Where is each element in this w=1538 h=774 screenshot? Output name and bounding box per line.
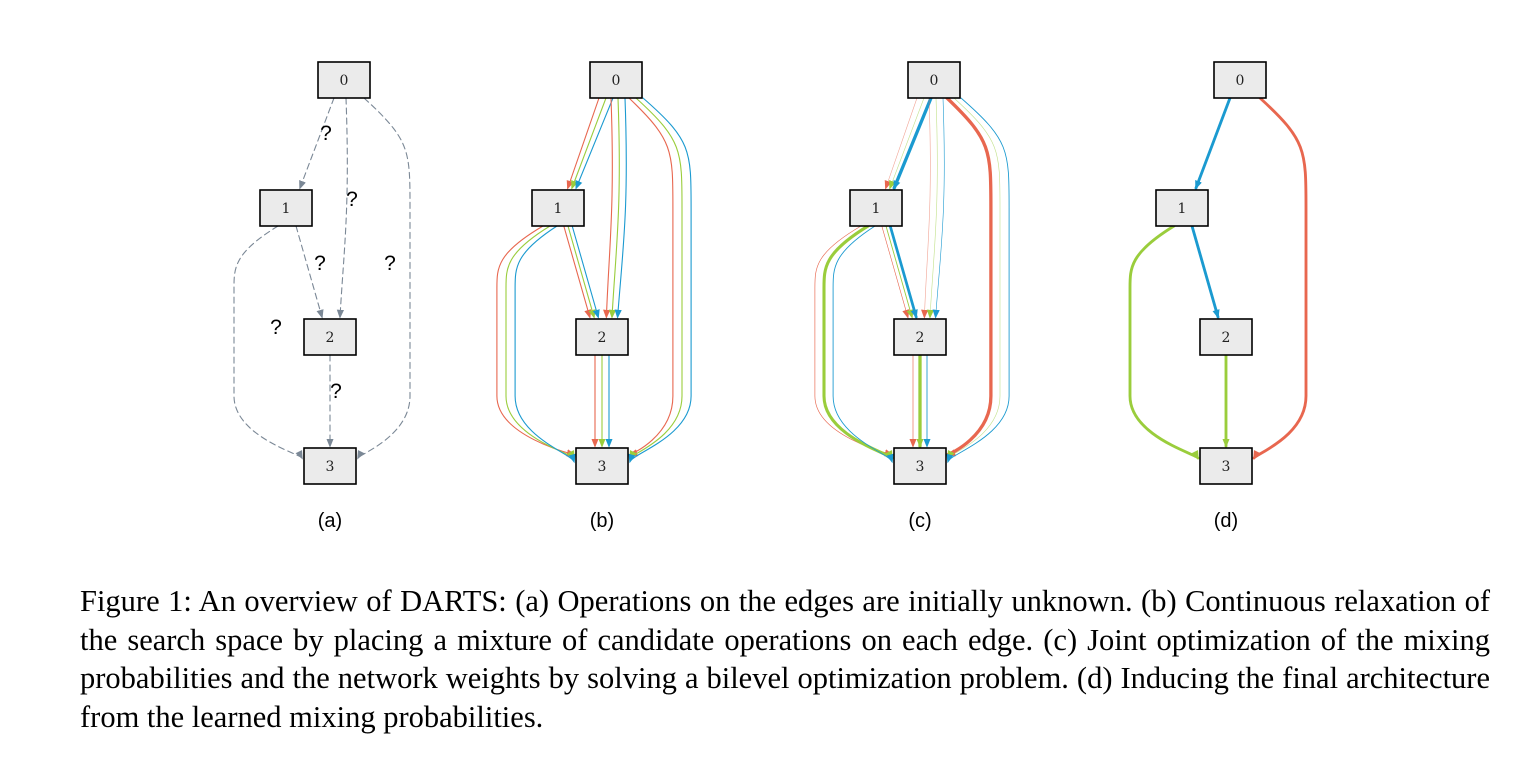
node-label: 1 [1178, 201, 1187, 217]
edge-0-1-op_blue [1194, 96, 1232, 190]
node-label: 1 [282, 201, 291, 217]
node-label: 3 [598, 459, 607, 475]
node-1: 1 [1155, 189, 1209, 227]
panel-label: (c) [908, 510, 931, 532]
node-0: 0 [317, 61, 371, 99]
panel-label: (d) [1214, 510, 1238, 532]
edge-1-3-op_green [505, 225, 575, 460]
edge-1-3-unknown [233, 225, 303, 460]
node-3: 3 [575, 447, 629, 485]
edge-0-2-op_green [608, 97, 620, 319]
edge-1-2-op_blue [571, 225, 600, 319]
edge-0-3-op_red [945, 96, 993, 457]
unknown-operation-mark: ? [314, 252, 326, 275]
diagram-panel-3: 0 1 2 3 (c) [814, 61, 1010, 532]
edge-1-3-op_green [1128, 224, 1200, 460]
edge-1-2-op_blue [1190, 224, 1220, 319]
edge-1-2-op_red [881, 225, 910, 319]
node-2: 2 [893, 318, 947, 356]
edge-0-1-op_blue [575, 97, 614, 190]
unknown-operation-mark: ? [384, 252, 396, 275]
panel-label: (b) [590, 510, 614, 532]
edge-0-3-unknown [357, 97, 411, 460]
edge-0-2-unknown [336, 97, 348, 319]
node-0: 0 [1213, 61, 1267, 99]
figure-caption: Figure 1: An overview of DARTS: (a) Oper… [80, 584, 1490, 734]
edge-0-2-op_blue [932, 97, 945, 319]
edge-0-1-op_green [889, 97, 925, 190]
node-3: 3 [893, 447, 947, 485]
node-label: 0 [340, 73, 349, 89]
unknown-operation-mark: ? [330, 380, 342, 403]
edge-0-3-op_red [628, 97, 674, 457]
node-label: 3 [326, 459, 335, 475]
node-label: 2 [916, 330, 925, 346]
node-label: 3 [1222, 459, 1231, 475]
node-2: 2 [1199, 318, 1253, 356]
node-1: 1 [531, 189, 585, 227]
edge-1-2-op_green [885, 225, 914, 319]
node-1: 1 [849, 189, 903, 227]
node-2: 2 [575, 318, 629, 356]
edge-0-1-unknown [299, 97, 335, 190]
edge-0-1-op_blue [892, 96, 933, 190]
edge-0-3-op_green [947, 97, 1001, 460]
edge-0-2-op_red [921, 97, 931, 319]
node-label: 0 [612, 73, 621, 89]
edge-1-3-op_blue [514, 225, 576, 464]
edge-0-3-op_red [1252, 96, 1308, 460]
node-label: 0 [1236, 73, 1245, 89]
edge-1-3-op_red [496, 225, 576, 457]
edge-0-2-op_blue [614, 97, 627, 319]
node-0: 0 [589, 61, 643, 99]
edge-0-1-op_green [571, 97, 607, 190]
edge-1-2-op_red [563, 225, 592, 319]
edge-0-1-op_red [884, 97, 918, 190]
edge-0-2-op_red [603, 97, 613, 319]
edge-1-2-op_green [567, 225, 596, 319]
node-label: 3 [916, 459, 925, 475]
node-label: 2 [326, 330, 335, 346]
node-1: 1 [259, 189, 313, 227]
unknown-operation-mark: ? [346, 188, 358, 211]
edge-0-3-op_blue [946, 97, 1010, 464]
node-2: 2 [303, 318, 357, 356]
node-label: 1 [872, 201, 881, 217]
diagram-panel-1: ?????? 0 1 2 3 (a) [233, 61, 411, 532]
node-label: 2 [1222, 330, 1231, 346]
edge-1-3-op_green [822, 224, 894, 460]
edge-1-2-unknown [295, 225, 324, 319]
unknown-operation-mark: ? [320, 122, 332, 145]
edge-0-2-op_green [926, 97, 938, 319]
diagram-panel-2: 0 1 2 3 (b) [496, 61, 692, 532]
node-3: 3 [303, 447, 357, 485]
unknown-operation-mark: ? [270, 316, 282, 339]
node-label: 2 [598, 330, 607, 346]
edge-1-3-op_blue [832, 225, 894, 464]
panel-label: (a) [318, 510, 342, 532]
edge-0-3-op_green [629, 97, 683, 460]
edge-1-2-op_blue [888, 224, 918, 319]
edge-1-3-op_red [814, 225, 894, 457]
node-3: 3 [1199, 447, 1253, 485]
node-0: 0 [907, 61, 961, 99]
node-label: 1 [554, 201, 563, 217]
edge-0-1-op_red [566, 97, 600, 190]
edge-0-3-op_blue [628, 97, 692, 464]
node-label: 0 [930, 73, 939, 89]
diagram-panel-4: 0 1 2 3 (d) [1128, 61, 1308, 532]
